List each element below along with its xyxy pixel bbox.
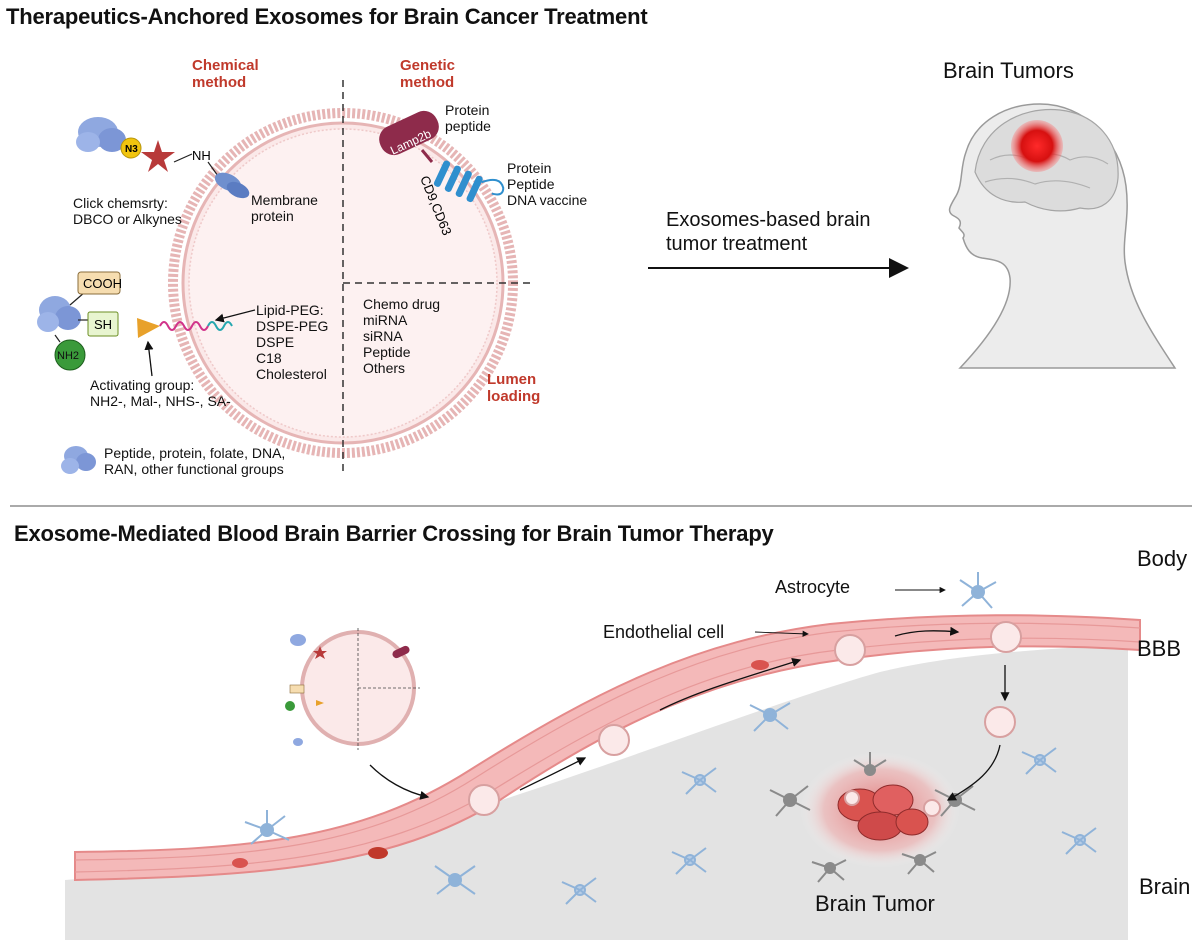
activating-group-arrow	[144, 340, 154, 377]
membrane-protein-label: Membrane protein	[251, 192, 318, 224]
membrane-protein-icon	[214, 172, 250, 199]
cd9-cd63-icon	[433, 160, 505, 203]
exosome-small-icon	[468, 621, 1022, 817]
protein-cluster-icon	[37, 296, 81, 332]
lipid-peg-arrow	[214, 309, 256, 323]
endothelial-cell-label: Endothelial cell	[603, 622, 725, 642]
lipid-peg-label: Lipid-PEG: DSPE-PEG DSPE C18 Cholesterol	[256, 302, 329, 382]
chemical-method-label: Chemical method	[192, 57, 259, 91]
body-label: Body	[1137, 546, 1188, 571]
legend-blob-icon	[61, 446, 96, 474]
brain-tumors-label: Brain Tumors	[943, 58, 1074, 83]
nh-label: NH	[192, 148, 211, 163]
sh-label: SH	[94, 317, 112, 332]
lipid-tail-icon	[207, 321, 233, 331]
brain-tumor-icon	[800, 752, 960, 868]
star-linker-icon	[141, 140, 175, 172]
peg-chain-icon	[159, 321, 209, 331]
cooh-box	[77, 271, 121, 295]
head-silhouette-icon	[948, 103, 1177, 369]
bottom-panel-title: Exosome-Mediated Blood Brain Barrier Cro…	[14, 521, 774, 546]
treatment-arrow-label: Exosomes-based brain tumor treatment	[666, 209, 871, 255]
brain-tumor-label: Brain Tumor	[815, 891, 935, 916]
activating-group-label: Activating group: NH2-, Mal-, NHS-, SA-	[90, 377, 231, 409]
lumen-loading-label: Lumen loading	[487, 371, 541, 405]
brain-label: Brain	[1139, 874, 1191, 899]
neuron-icon	[769, 752, 976, 883]
blood-vessel	[74, 614, 1141, 882]
brain-tissue	[65, 645, 1128, 940]
protein-peptide-dna-label: Protein Peptide DNA vaccine	[507, 160, 588, 208]
functional-groups-legend: Peptide, protein, folate, DNA, RAN, othe…	[104, 445, 286, 477]
exosome-diagram	[168, 80, 530, 475]
lumen-cargo-list: Chemo drug miRNA siRNA Peptide Others	[363, 296, 441, 376]
cooh-label: COOH	[83, 276, 122, 291]
mini-exosome-diagram	[285, 628, 420, 750]
click-chemistry-label: Click chemsrty: DBCO or Alkynes	[73, 195, 182, 227]
head-tumor-icon	[1011, 120, 1063, 172]
top-panel-title: Therapeutics-Anchored Exosomes for Brain…	[6, 4, 648, 29]
protein-blob-icon	[76, 117, 126, 152]
bbb-label: BBB	[1137, 636, 1182, 661]
nh2-label: NH2	[57, 350, 79, 362]
genetic-method-label: Genetic method	[400, 57, 456, 91]
transport-arrows	[369, 586, 1010, 801]
n3-circle-icon: N3	[120, 137, 142, 159]
astrocyte-label: Astrocyte	[775, 577, 851, 597]
sh-box	[87, 311, 119, 337]
n3-label: N3	[125, 144, 138, 155]
astrocyte-icon	[244, 572, 1097, 905]
activating-group-icon	[137, 318, 160, 338]
nh2-circle-icon	[54, 339, 86, 371]
protein-peptide-label: Protein peptide	[445, 102, 491, 134]
